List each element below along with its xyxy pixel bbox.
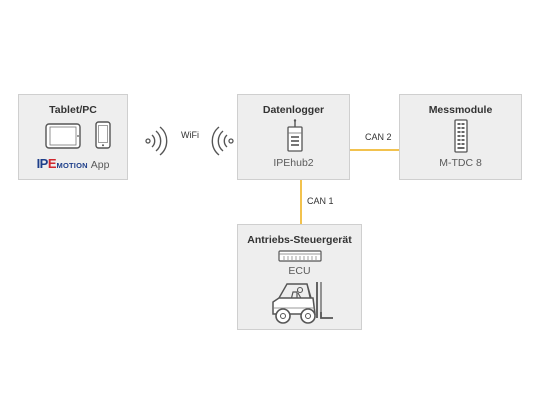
wifi-signal-left-icon (211, 126, 234, 156)
m-tdc8-label: M-TDC 8 (439, 157, 482, 169)
messmodule-box: Messmodule M-TDC 8 (399, 94, 522, 180)
measurement-module-icon (454, 119, 468, 153)
datenlogger-box: Datenlogger IPEhub2 (237, 94, 350, 180)
brand-e: E (47, 156, 57, 171)
ecu-unit-icon (278, 250, 322, 262)
can2-label: CAN 2 (365, 132, 392, 142)
antriebs-steuergeraet-title: Antriebs-Steuergerät (247, 234, 352, 246)
smartphone-icon (95, 121, 111, 149)
tablet-pc-title: Tablet/PC (49, 104, 97, 116)
antriebs-steuergeraet-box: Antriebs-Steuergerät ECU (237, 224, 362, 330)
brand-motion: MOTION (56, 161, 88, 170)
tablet-icon (45, 123, 81, 149)
hub-device-icon (287, 119, 303, 152)
ipehub2-label: IPEhub2 (273, 157, 314, 169)
brand-app: App (90, 159, 110, 171)
can1-connection-line (300, 180, 302, 224)
messmodule-title: Messmodule (428, 104, 493, 116)
wifi-signal-right-icon (145, 126, 168, 156)
wifi-label: WiFi (181, 130, 199, 140)
ecu-label: ECU (288, 265, 311, 277)
datenlogger-title: Datenlogger (262, 104, 325, 116)
can2-connection-line (350, 149, 400, 151)
forklift-icon (272, 282, 333, 324)
can1-label: CAN 1 (307, 196, 334, 206)
brand-ipe: IP (36, 156, 49, 171)
